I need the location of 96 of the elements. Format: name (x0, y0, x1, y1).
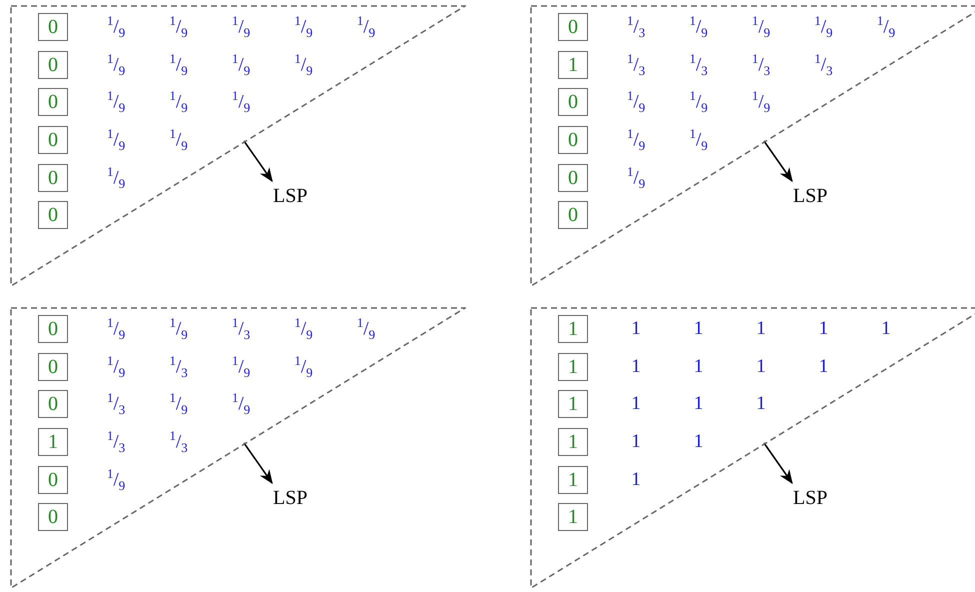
weight-value: $^{1}$/$_{3}$ (169, 352, 188, 382)
weight-value: 1 (756, 318, 766, 340)
dashed-triangle (530, 5, 975, 287)
weight-value: $^{1}$/$_{9}$ (356, 12, 376, 42)
weight-value: 1 (756, 356, 766, 378)
weight-value: $^{1}$/$_{9}$ (689, 86, 708, 118)
weight-value: $^{1}$/$_{3}$ (106, 426, 126, 458)
weight-value: $^{1}$/$_{9}$ (294, 352, 313, 382)
bit-box: 0 (558, 201, 588, 229)
bit-box: 0 (38, 126, 68, 154)
weight-value: $^{1}$/$_{9}$ (169, 50, 188, 80)
weight-value: $^{1}$/$_{9}$ (106, 12, 126, 42)
dashed-triangle (10, 5, 466, 287)
weight-value: $^{1}$/$_{9}$ (106, 464, 126, 496)
arrow (763, 442, 793, 484)
bit-box: 0 (38, 390, 68, 418)
bit-box: 0 (558, 164, 588, 192)
weight-value: $^{1}$/$_{9}$ (169, 124, 188, 156)
weight-value: $^{1}$/$_{9}$ (169, 12, 188, 42)
bit-box: 1 (558, 428, 588, 456)
weight-value: 1 (818, 318, 828, 340)
weight-value: $^{1}$/$_{9}$ (294, 314, 313, 344)
bit-box: 0 (38, 164, 68, 192)
bit-box: 1 (38, 428, 68, 456)
weight-value: $^{1}$/$_{3}$ (106, 388, 126, 420)
weight-value: 1 (694, 393, 704, 415)
weight-value: $^{1}$/$_{9}$ (232, 86, 250, 118)
weight-value: 1 (631, 393, 641, 415)
weight-value: $^{1}$/$_{9}$ (689, 124, 708, 156)
weight-value: $^{1}$/$_{3}$ (626, 50, 646, 80)
bit-box: 1 (558, 466, 588, 494)
weight-value: $^{1}$/$_{9}$ (876, 12, 896, 42)
weight-value: $^{1}$/$_{9}$ (169, 86, 188, 118)
region-label: LSP (273, 487, 308, 509)
weight-value: $^{1}$/$_{9}$ (106, 352, 126, 382)
weight-value: 1 (631, 469, 641, 491)
bit-box: 0 (38, 51, 68, 79)
weight-value: $^{1}$/$_{3}$ (814, 50, 833, 80)
bit-box: 1 (558, 315, 588, 343)
weight-value: $^{1}$/$_{9}$ (814, 12, 833, 42)
weight-value: $^{1}$/$_{3}$ (169, 426, 188, 458)
bit-box: 0 (558, 13, 588, 41)
weight-value: 1 (694, 356, 704, 378)
weight-value: 1 (631, 356, 641, 378)
weight-value: 1 (694, 431, 704, 453)
bit-box: 1 (558, 503, 588, 531)
weight-value: $^{1}$/$_{9}$ (752, 12, 770, 42)
arrow (763, 140, 793, 182)
bit-box: 0 (38, 13, 68, 41)
weight-value: $^{1}$/$_{9}$ (232, 388, 250, 420)
weight-value: $^{1}$/$_{9}$ (169, 388, 188, 420)
weight-value: $^{1}$/$_{9}$ (106, 124, 126, 156)
weight-value: $^{1}$/$_{9}$ (356, 314, 376, 344)
weight-value: $^{1}$/$_{9}$ (626, 124, 646, 156)
bit-box: 0 (38, 503, 68, 531)
weight-value: $^{1}$/$_{9}$ (294, 50, 313, 80)
bit-box: 0 (558, 88, 588, 116)
arrow (243, 140, 273, 182)
bit-box: 1 (558, 51, 588, 79)
region-label: LSP (273, 185, 308, 207)
weight-value: $^{1}$/$_{3}$ (626, 12, 646, 42)
weight-value: $^{1}$/$_{3}$ (232, 314, 250, 344)
weight-value: $^{1}$/$_{9}$ (106, 314, 126, 344)
weight-value: $^{1}$/$_{9}$ (626, 86, 646, 118)
weight-value: $^{1}$/$_{9}$ (106, 50, 126, 80)
weight-value: $^{1}$/$_{9}$ (169, 314, 188, 344)
weight-value: 1 (631, 431, 641, 453)
bit-box: 0 (38, 88, 68, 116)
weight-value: $^{1}$/$_{9}$ (626, 162, 646, 194)
weight-value: 1 (631, 318, 641, 340)
weight-value: 1 (881, 318, 891, 340)
weight-value: $^{1}$/$_{9}$ (294, 12, 313, 42)
bit-box: 0 (38, 315, 68, 343)
weight-value: $^{1}$/$_{9}$ (106, 86, 126, 118)
weight-value: 1 (756, 393, 766, 415)
bit-box: 0 (38, 353, 68, 381)
bit-box: 0 (558, 126, 588, 154)
bit-box: 0 (38, 466, 68, 494)
bit-box: 1 (558, 353, 588, 381)
weight-value: $^{1}$/$_{9}$ (232, 352, 250, 382)
arrow (243, 442, 273, 484)
weight-value: $^{1}$/$_{9}$ (232, 50, 250, 80)
bit-box: 0 (38, 201, 68, 229)
weight-value: 1 (818, 356, 828, 378)
weight-value: $^{1}$/$_{9}$ (689, 12, 708, 42)
weight-value: $^{1}$/$_{3}$ (689, 50, 708, 80)
dashed-triangle (530, 307, 975, 589)
region-label: LSP (793, 185, 828, 207)
weight-value: $^{1}$/$_{3}$ (752, 50, 770, 80)
region-label: LSP (793, 487, 828, 509)
weight-value: $^{1}$/$_{9}$ (106, 162, 126, 194)
weight-value: $^{1}$/$_{9}$ (752, 86, 770, 118)
weight-value: 1 (694, 318, 704, 340)
weight-value: $^{1}$/$_{9}$ (232, 12, 250, 42)
dashed-triangle (10, 307, 466, 589)
bit-box: 1 (558, 390, 588, 418)
